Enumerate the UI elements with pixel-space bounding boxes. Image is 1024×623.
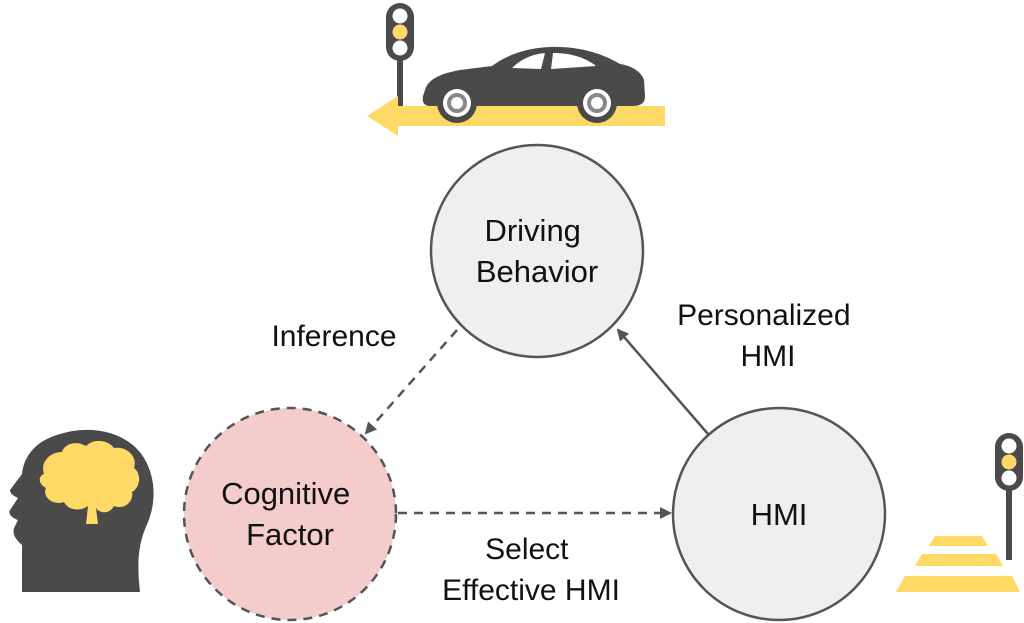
personalized-hmi-edge bbox=[616, 328, 709, 435]
top-traffic-light-icon bbox=[386, 3, 414, 108]
hmi-node-label: HMI bbox=[751, 497, 808, 532]
select-effective-hmi-label: Select Effective HMI bbox=[442, 533, 620, 607]
personalized-hmi-label: Personalized HMI bbox=[677, 299, 859, 373]
crosswalk-icon bbox=[896, 536, 1020, 592]
hmi-node: HMI bbox=[671, 406, 887, 622]
bottom-traffic-light-icon bbox=[995, 433, 1023, 560]
cognitive-factor-node: Cognitive Factor bbox=[182, 406, 398, 622]
driving-behavior-node: Driving Behavior bbox=[429, 143, 645, 359]
inference-label: Inference bbox=[271, 320, 396, 353]
car-icon bbox=[422, 46, 645, 123]
driving-behavior-label: Driving Behavior bbox=[476, 213, 598, 289]
cognitive-factor-label: Cognitive Factor bbox=[221, 476, 359, 552]
inference-edge bbox=[364, 329, 458, 435]
brain-icon bbox=[39, 440, 140, 524]
